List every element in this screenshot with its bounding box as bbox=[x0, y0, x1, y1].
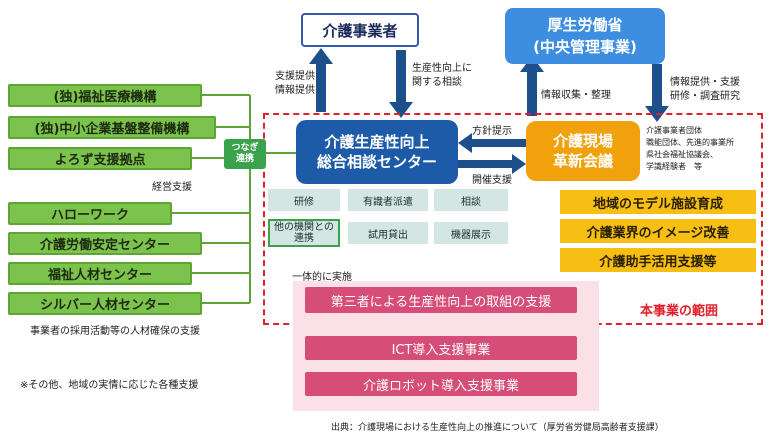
arrow-down-to-center bbox=[389, 50, 413, 118]
left-box-silver-hr: シルバー人材センター bbox=[8, 292, 202, 315]
ministry-line2: (中央管理事業) bbox=[533, 38, 637, 56]
council-members: 介護事業者団体 職能団体、先進的事業所 県社会福祉協議会、 学識経験者 等 bbox=[646, 126, 734, 171]
pink-robot: 介護ロボット導入支援事業 bbox=[305, 372, 577, 396]
label-host: 開催支援 bbox=[472, 175, 512, 186]
service-expert-dispatch: 有識者派遣 bbox=[348, 189, 428, 211]
council-line1: 介護現場 bbox=[552, 132, 613, 150]
service-collaboration: 他の機関との連携 bbox=[268, 219, 340, 247]
left-box-care-labor: 介護労働安定センター bbox=[8, 232, 202, 255]
link-badge: つなぎ 連携 bbox=[224, 139, 266, 169]
care-providers-box: 介護事業者 bbox=[301, 13, 419, 47]
scope-label: 本事業の範囲 bbox=[640, 304, 719, 319]
left-note: 事業者の採用活動等の人材確保の支援 bbox=[30, 326, 200, 337]
label-consult: 生産性向上に 関する相談 bbox=[412, 63, 472, 88]
service-training: 研修 bbox=[268, 189, 340, 211]
arrow-left-policy bbox=[458, 133, 526, 153]
productivity-center-box: 介護生産性向上 総合相談センター bbox=[296, 120, 458, 184]
integrated-label: 一体的に実施 bbox=[292, 272, 352, 283]
ministry-box: 厚生労働省 (中央管理事業) bbox=[505, 8, 665, 64]
pink-ict: ICT導入支援事業 bbox=[305, 336, 577, 360]
yellow-assistant-support: 介護助手活用支援等 bbox=[560, 248, 756, 272]
council-line2: 革新会議 bbox=[552, 152, 613, 170]
center-line2: 総合相談センター bbox=[316, 153, 437, 171]
label-info-collect: 情報収集・整理 bbox=[541, 90, 611, 101]
label-policy: 方針提示 bbox=[472, 126, 512, 137]
arrow-up-to-ministry bbox=[520, 56, 544, 116]
pink-third-party: 第三者による生産性向上の取組の支援 bbox=[305, 287, 577, 313]
arrow-up-to-providers bbox=[309, 48, 333, 112]
label-support-provide: 支援提供 情報提供 bbox=[275, 71, 315, 96]
ministry-line1: 厚生労働省 bbox=[547, 16, 623, 34]
source-note: 出典：介護現場における生産性向上の推進について（厚労省労健局高齢者支援課） bbox=[331, 423, 664, 433]
innovation-council-box: 介護現場 革新会議 bbox=[526, 121, 640, 181]
service-consultation: 相談 bbox=[434, 189, 508, 211]
left-box-welfare-medical: (独)福祉医療機構 bbox=[8, 84, 202, 107]
bottom-note: ※その他、地域の実情に応じた各種支援 bbox=[20, 380, 199, 391]
label-management: 経営支援 bbox=[152, 182, 192, 193]
yellow-model-facility: 地域のモデル施設育成 bbox=[560, 190, 756, 214]
left-box-sme-agency: (独)中小企業基盤整備機構 bbox=[8, 116, 216, 139]
left-box-yorozu: よろず支援拠点 bbox=[8, 147, 192, 170]
service-trial-lending: 試用貸出 bbox=[348, 222, 428, 244]
care-providers-label: 介護事業者 bbox=[322, 21, 398, 40]
center-line1: 介護生産性向上 bbox=[324, 133, 430, 151]
arrow-right-host bbox=[458, 154, 526, 174]
yellow-image-improve: 介護業界のイメージ改善 bbox=[560, 219, 756, 243]
left-box-hellowork: ハローワーク bbox=[8, 202, 172, 225]
label-ministry-support: 情報提供・支援 研修・調査研究 bbox=[670, 77, 740, 102]
left-box-welfare-hr: 福祉人材センター bbox=[8, 262, 192, 285]
service-equipment-display: 機器展示 bbox=[434, 222, 508, 244]
